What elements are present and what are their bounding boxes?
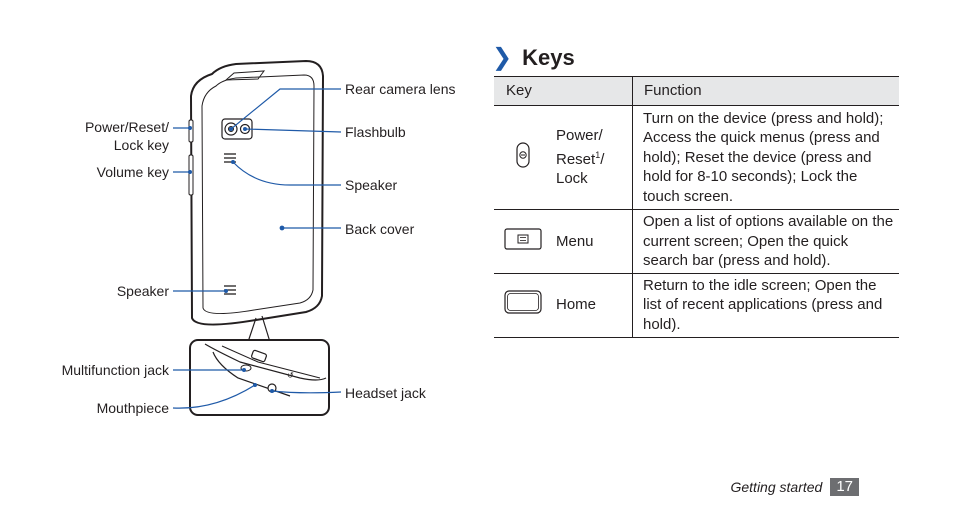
column-header-key: Key xyxy=(494,76,633,106)
footer-section-name: Getting started xyxy=(730,479,823,495)
label-multifunction-jack: Multifunction jack xyxy=(61,362,169,378)
key-icon-cell xyxy=(494,209,552,274)
key-name: Power/ Reset1/ Lock xyxy=(552,105,633,210)
section-title: Keys xyxy=(522,45,575,70)
label-headset-jack: Headset jack xyxy=(345,385,426,401)
leader-speaker-top xyxy=(232,161,341,186)
keys-table: Key Function Power/ Reset1/ Lock Turn on… xyxy=(494,76,899,338)
table-row: Home Return to the idle screen; Open the… xyxy=(494,273,899,338)
label-rear-camera-lens: Rear camera lens xyxy=(345,81,456,97)
phone-inner-edge xyxy=(201,74,315,314)
multifunction-jack-shape xyxy=(251,349,267,363)
svg-text:↺: ↺ xyxy=(287,371,294,380)
label-mouthpiece: Mouthpiece xyxy=(96,400,169,416)
top-jack-cutout xyxy=(224,70,266,81)
label-speaker-bottom: Speaker xyxy=(116,283,169,299)
section-heading: ❯ Keys xyxy=(492,44,575,72)
phone-body xyxy=(189,59,325,326)
key-icon-cell xyxy=(494,105,552,210)
column-header-function: Function xyxy=(632,76,899,106)
page-number: 17 xyxy=(830,478,859,496)
key-function: Turn on the device (press and hold); Acc… xyxy=(632,105,899,210)
label-flashbulb: Flashbulb xyxy=(345,124,406,140)
label-volume-key: Volume key xyxy=(96,164,169,180)
chevron-right-icon: ❯ xyxy=(492,44,513,71)
key-name: Home xyxy=(552,273,633,338)
table-row: Power/ Reset1/ Lock Turn on the device (… xyxy=(494,105,899,210)
label-speaker-top: Speaker xyxy=(345,177,398,193)
home-key-icon xyxy=(504,290,542,314)
key-icon-cell xyxy=(494,273,552,338)
key-function: Return to the idle screen; Open the list… xyxy=(632,273,899,338)
volume-key-shape xyxy=(188,154,194,196)
key-name: Menu xyxy=(552,209,633,274)
phone-diagram: ↺ xyxy=(172,59,342,416)
power-key-icon xyxy=(516,142,530,168)
bottom-detail-inset xyxy=(189,339,330,416)
leader-mouthpiece xyxy=(172,384,256,409)
key-function: Open a list of options available on the … xyxy=(632,209,899,274)
leader-flashbulb xyxy=(244,128,342,133)
leader-headset-jack xyxy=(271,390,342,394)
page-footer: Getting started 17 xyxy=(730,478,859,496)
table-header-row: Key Function xyxy=(494,76,899,106)
label-power-reset-lock-key: Power/Reset/ Lock key xyxy=(84,119,169,153)
leader-rear-camera-lens xyxy=(230,88,341,130)
label-back-cover: Back cover xyxy=(345,221,415,237)
power-key-shape xyxy=(188,119,194,143)
table-row: Menu Open a list of options available on… xyxy=(494,209,899,274)
menu-key-icon xyxy=(504,227,542,250)
